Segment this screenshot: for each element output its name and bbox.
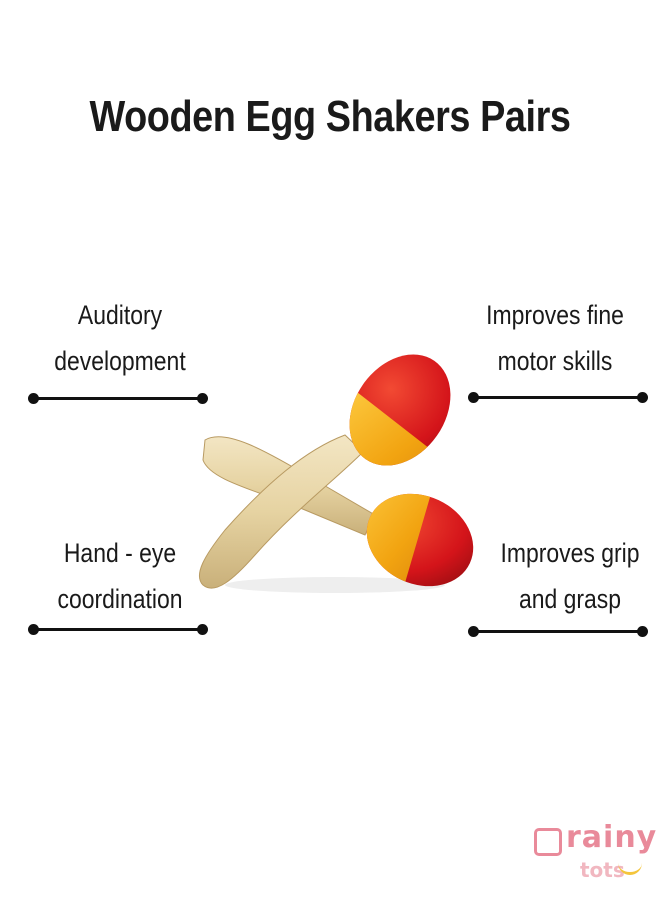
feature-line: Improves grip [500,538,640,568]
feature-line: coordination [57,584,183,614]
divider-line [28,393,208,404]
brand-logo: rainy tots [534,820,656,886]
page-title: Wooden Egg Shakers Pairs [89,92,571,141]
feature-line: Auditory [77,300,163,330]
feature-auditory-development: Auditory development [35,292,205,384]
logo-b-icon [534,828,562,856]
feature-line: development [54,346,186,376]
feature-fine-motor-skills: Improves fine motor skills [470,292,640,384]
divider-line [28,624,208,635]
egg-shakers-image [198,340,485,600]
feature-line: motor skills [497,346,613,376]
divider-line [468,392,648,403]
feature-line: Improves fine [486,300,624,330]
logo-word: rainy [566,820,658,855]
smile-icon [618,860,642,875]
feature-line: Hand - eye [63,538,177,568]
feature-line: and grasp [518,584,622,614]
logo-subtext: tots [580,858,625,882]
feature-grip-and-grasp: Improves grip and grasp [472,530,660,622]
feature-hand-eye-coordination: Hand - eye coordination [35,530,205,622]
divider-line [468,626,648,637]
